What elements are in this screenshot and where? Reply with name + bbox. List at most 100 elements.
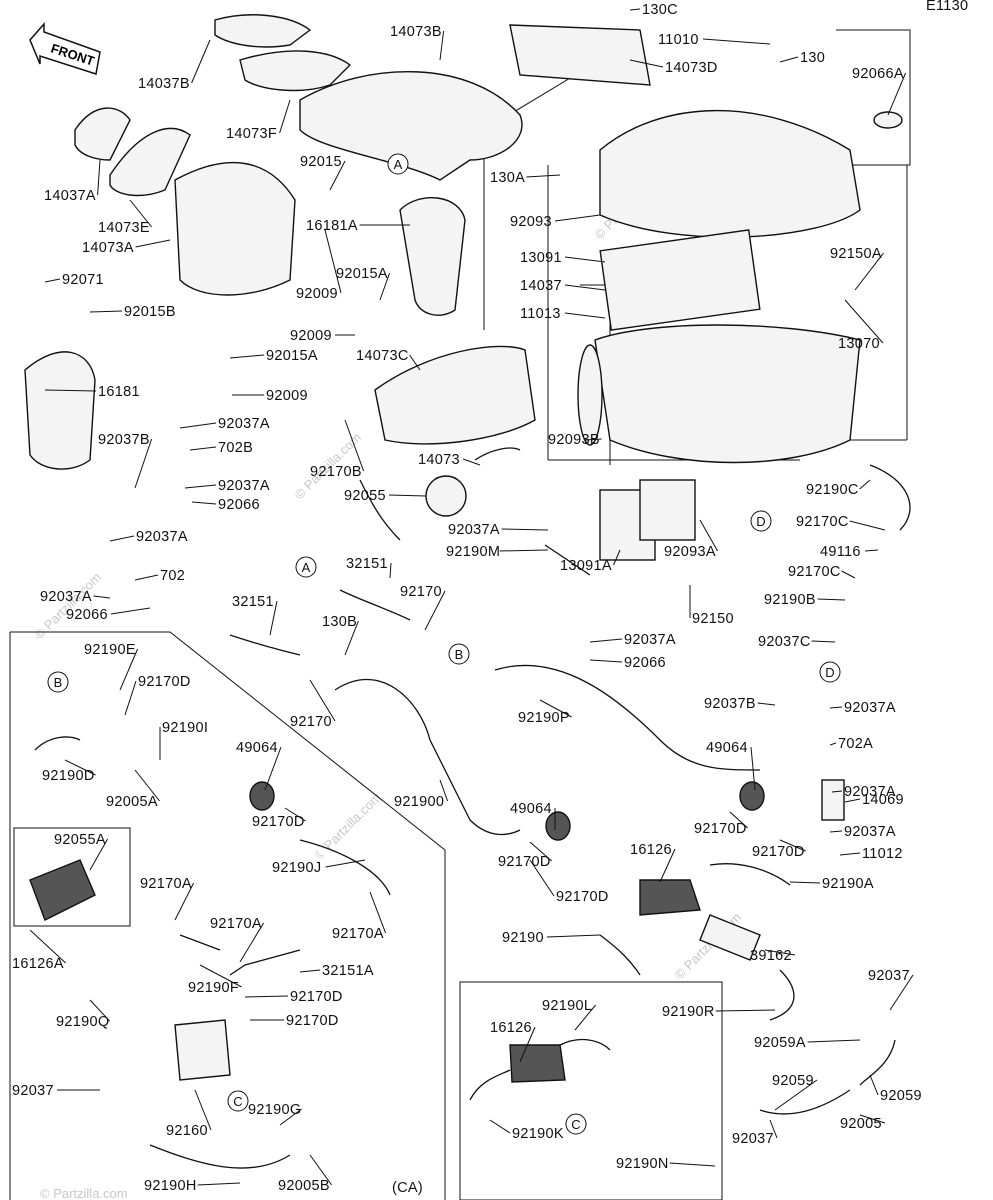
leader-line <box>124 680 137 716</box>
leader-line <box>134 574 159 581</box>
hose <box>869 464 911 531</box>
leader-line <box>89 838 109 871</box>
part-number-label: 92190G <box>248 1102 301 1118</box>
leader-line <box>779 839 806 852</box>
part-number-label: 92093 <box>510 214 552 230</box>
leader-line <box>229 354 265 359</box>
leader-line <box>179 422 217 429</box>
flame-arrester-left-2 <box>109 127 191 197</box>
check-valve <box>545 811 571 841</box>
leader-line <box>309 1154 333 1186</box>
leader-line <box>764 949 796 956</box>
part-number-label: 92190E <box>84 642 136 658</box>
part-number-label: 702B <box>218 440 253 456</box>
leader-line <box>807 1039 861 1043</box>
part-number-label: 92015A <box>266 348 318 364</box>
part-number-label: 92190D <box>42 768 95 784</box>
part-number-label: 14073F <box>226 126 277 142</box>
leader-line <box>859 1114 886 1124</box>
o-ring <box>425 475 467 517</box>
part-number-label: 92066A <box>852 66 904 82</box>
part-number-label: 92170C <box>796 514 849 530</box>
flame-arrester-top <box>214 14 312 48</box>
part-number-label: 92037A <box>448 522 500 538</box>
intake-duct-left <box>174 161 296 296</box>
leader-line <box>191 39 211 84</box>
callout-C: C <box>565 1113 587 1135</box>
part-number-label: 92170D <box>694 821 747 837</box>
leader-line <box>584 438 602 441</box>
part-number-label: 92190I <box>162 720 208 736</box>
leader-line <box>97 159 101 196</box>
part-number-label: 130C <box>642 2 678 18</box>
leader-line <box>197 1182 241 1186</box>
svg-text:A: A <box>394 157 403 172</box>
leader-line <box>189 446 217 451</box>
leader-line <box>329 160 346 191</box>
part-number-label: 92005B <box>278 1178 330 1194</box>
leader-line <box>279 99 291 134</box>
leader-line <box>174 882 195 921</box>
part-number-label: 92037A <box>844 784 896 800</box>
leader-line <box>769 1119 778 1139</box>
leader-line <box>134 769 160 802</box>
check-valve <box>249 781 275 811</box>
part-number-label: 92015B <box>124 304 176 320</box>
part-number-label: 92170A <box>140 876 192 892</box>
leader-line <box>44 389 97 392</box>
leader-line <box>564 256 606 263</box>
leader-line <box>369 891 387 934</box>
hose <box>769 969 795 1021</box>
part-number-label: 49064 <box>706 740 748 756</box>
callout-markers: A A B B C C D D <box>47 153 841 1135</box>
part-number-label: 92009 <box>266 388 308 404</box>
valve-body <box>29 859 96 921</box>
part-number-label: 14073D <box>665 60 718 76</box>
part-number-label: 92190B <box>764 592 816 608</box>
part-shapes <box>24 14 911 1169</box>
part-number-label: 92170D <box>252 814 305 830</box>
leader-line <box>388 494 427 497</box>
valve-body <box>509 1044 566 1083</box>
part-number-label: 92190M <box>446 544 500 560</box>
check-valve <box>739 781 765 811</box>
part-number-label: 92037C <box>758 634 811 650</box>
part-number-label: 32151A <box>322 963 374 979</box>
leader-line <box>779 56 799 63</box>
leader-line <box>564 284 606 291</box>
part-number-label: 92170 <box>400 584 442 600</box>
leader-line <box>715 1009 776 1012</box>
part-number-label: 92005A <box>106 794 158 810</box>
flame-arrester-top-2 <box>239 50 352 92</box>
part-number-label: 92190N <box>616 1156 669 1172</box>
part-number-label: 14073B <box>390 24 442 40</box>
part-number-label: 92160 <box>166 1123 208 1139</box>
part-number-label: 92055A <box>54 832 106 848</box>
callout-B: B <box>448 643 470 665</box>
air-filter <box>599 229 761 331</box>
leader-line <box>629 59 664 68</box>
part-number-label: 92190F <box>188 980 239 996</box>
leader-line <box>519 1026 536 1063</box>
cap-plug <box>873 111 903 129</box>
leader-line <box>699 519 719 552</box>
part-number-label: 92005 <box>840 1116 882 1132</box>
leader-line <box>29 929 66 964</box>
gasket-plate <box>639 479 696 541</box>
leader-line <box>539 699 572 718</box>
leader-line <box>844 299 884 344</box>
separator-tank-right <box>399 196 466 316</box>
part-number-label: 92170D <box>138 674 191 690</box>
part-number-label: 13070 <box>838 336 880 352</box>
leader-line <box>629 8 641 11</box>
part-number-label: 92066 <box>218 497 260 513</box>
air-box-base <box>594 324 861 464</box>
part-number-label: 49116 <box>820 544 861 560</box>
air-box-cover <box>599 109 861 238</box>
region-label: (CA) <box>392 1180 423 1196</box>
part-number-label: 14073A <box>82 240 134 256</box>
part-number-label: 92190A <box>822 876 874 892</box>
svg-text:B: B <box>455 647 464 662</box>
part-number-label: 92037A <box>136 529 188 545</box>
leader-line <box>589 638 623 643</box>
